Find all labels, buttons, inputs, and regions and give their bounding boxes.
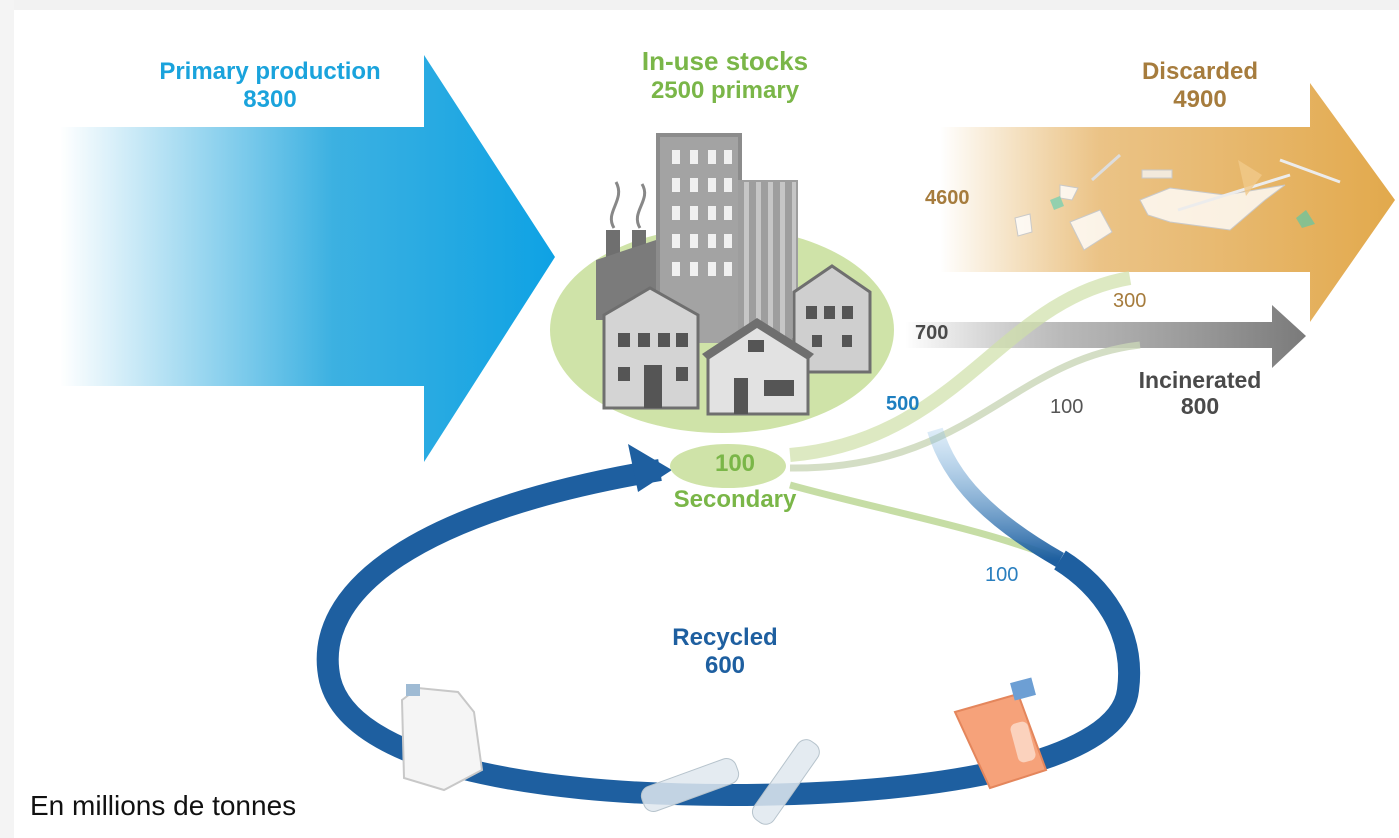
incinerated-title: Incinerated xyxy=(1138,367,1262,393)
frame-top-edge xyxy=(0,0,1399,10)
in-use-stocks-title: In-use stocks xyxy=(641,46,809,76)
recycled-title: Recycled xyxy=(672,624,778,651)
stream-to-incinerated xyxy=(789,341,1141,472)
incinerated-label: Incinerated 800 xyxy=(1100,367,1300,420)
incinerated-value: 800 xyxy=(1180,393,1220,420)
recycled-value: 600 xyxy=(704,651,746,679)
incinerated-from-secondary-value: 100 xyxy=(1050,396,1084,418)
in-use-stocks-label: In-use stocks 2500 primary xyxy=(590,46,860,104)
primary-production-title: Primary production xyxy=(159,58,381,85)
discarded-value: 4900 xyxy=(1173,85,1227,113)
discarded-title: Discarded xyxy=(1141,58,1259,85)
recycled-loop xyxy=(316,459,1141,807)
discarded-label: Discarded 4900 xyxy=(1100,58,1300,113)
recycled-from-secondary-value: 100 xyxy=(985,564,1019,586)
primary-production-label: Primary production 8300 xyxy=(120,58,420,113)
secondary-ellipse xyxy=(670,444,786,488)
secondary-title: Secondary xyxy=(673,485,797,513)
primary-production-arrow xyxy=(60,55,555,462)
recycled-bottles-illustration xyxy=(400,677,1048,825)
in-use-stocks-value: 2500 primary xyxy=(650,76,800,104)
discarded-from-secondary-value: 300 xyxy=(1113,290,1147,312)
stream-to-recycled xyxy=(789,481,1062,564)
frame-left-edge xyxy=(0,0,14,838)
recycled-from-primary-value: 500 xyxy=(886,393,920,415)
stream-primary-to-recycled xyxy=(927,427,1064,567)
discarded-direct-value: 4600 xyxy=(925,187,970,209)
city-illustration xyxy=(596,133,872,416)
incinerated-arrow xyxy=(905,305,1306,368)
primary-production-value: 8300 xyxy=(243,85,297,113)
secondary-label: 100 Secondary xyxy=(640,450,830,513)
incinerated-direct-value: 700 xyxy=(915,322,949,344)
discarded-debris-illustration xyxy=(1014,153,1341,251)
stream-to-discarded xyxy=(789,271,1132,462)
secondary-value: 100 xyxy=(714,450,756,477)
recycled-label: Recycled 600 xyxy=(610,624,840,679)
unit-note: En millions de tonnes xyxy=(30,790,297,821)
recycled-loop-arrowhead xyxy=(628,444,672,492)
